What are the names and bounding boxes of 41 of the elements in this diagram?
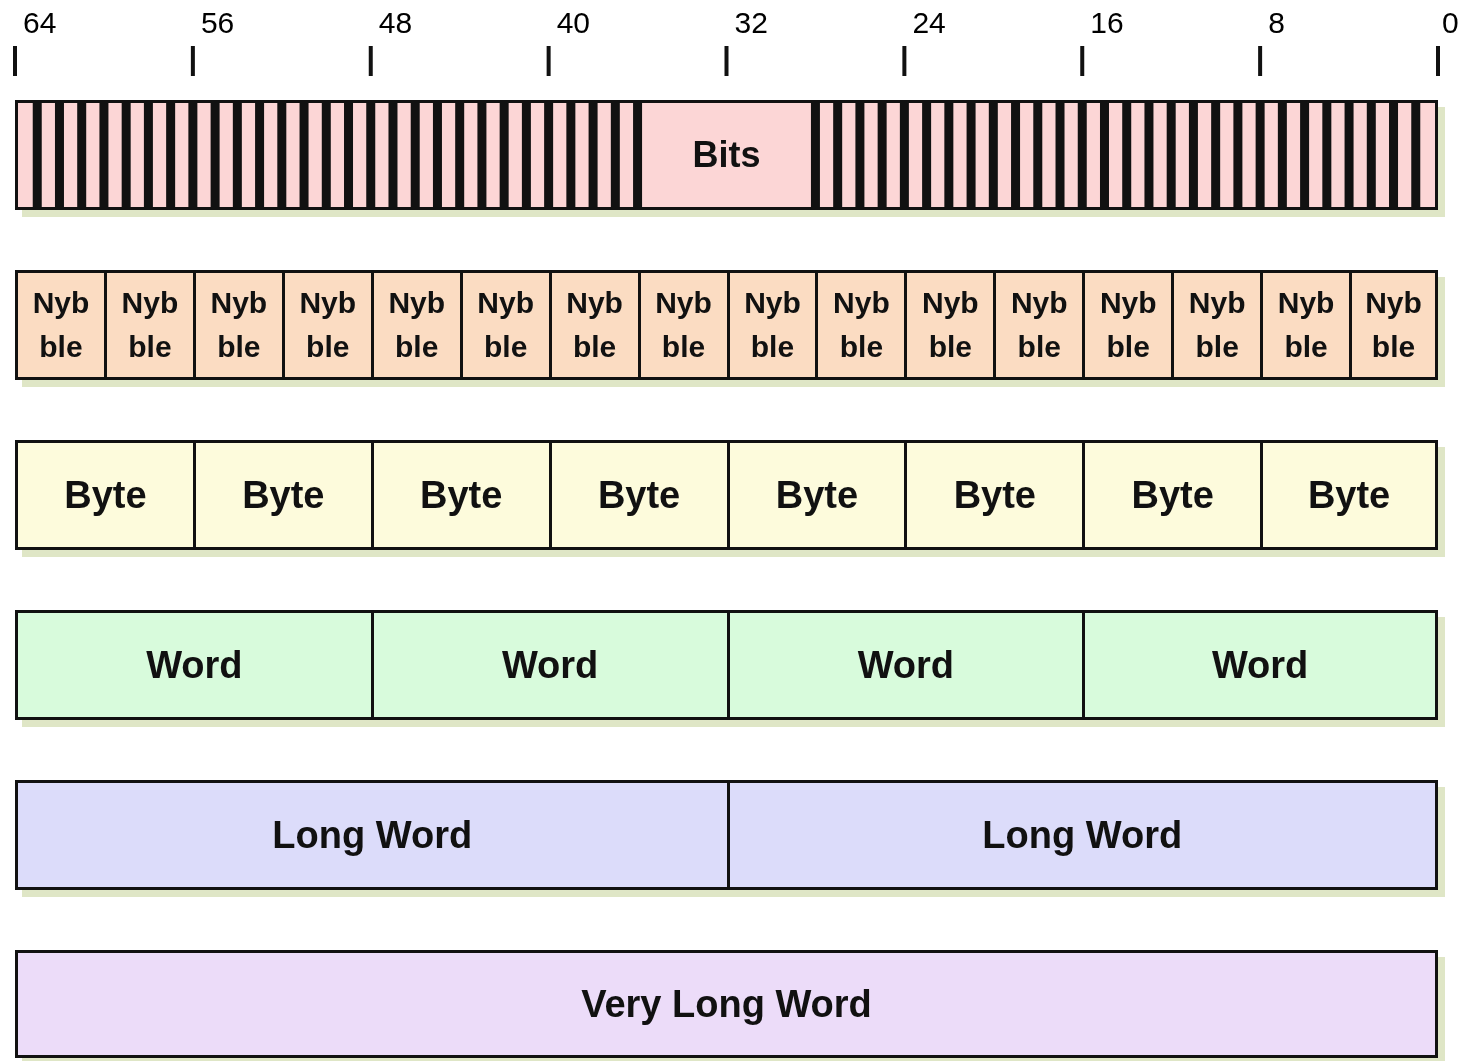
unit-label: Byte xyxy=(775,473,859,517)
unit-label: Nyb ble xyxy=(476,285,535,365)
unit-label: Nyb ble xyxy=(1364,285,1423,365)
unit-label: Byte xyxy=(242,473,325,517)
unit-label: Word xyxy=(501,643,599,687)
unit-label: Long Word xyxy=(272,813,473,857)
unit-label: Nyb ble xyxy=(743,285,802,365)
unit-label: Nyb ble xyxy=(209,285,269,365)
unit-label: Nyb ble xyxy=(298,285,358,365)
unit-label: Nyb ble xyxy=(31,285,91,365)
unit-label: Byte xyxy=(953,473,1036,517)
bit-position-number: 64 xyxy=(23,6,57,40)
bit-position-number: 0 xyxy=(1442,6,1459,40)
bit-position-number: 16 xyxy=(1090,6,1124,40)
unit-label: Very Long Word xyxy=(581,982,872,1026)
unit-label: Nyb ble xyxy=(1009,285,1069,365)
bit-position-number: 8 xyxy=(1268,6,1285,40)
bit-position-number: 40 xyxy=(556,6,590,40)
unit-label: Byte xyxy=(420,473,503,517)
unit-label: Bits xyxy=(692,134,761,176)
unit-label: Long Word xyxy=(982,813,1183,857)
unit-label: Nyb ble xyxy=(1276,285,1336,365)
unit-label: Byte xyxy=(64,473,147,517)
bit-position-number: 32 xyxy=(734,6,768,40)
unit-label: Nyb ble xyxy=(1098,285,1158,365)
bit-position-number: 56 xyxy=(200,6,235,40)
bit-position-number: 48 xyxy=(378,6,413,40)
unit-label: Nyb ble xyxy=(832,285,891,365)
unit-label: Nyb ble xyxy=(921,285,980,365)
unit-label: Nyb ble xyxy=(565,285,624,365)
unit-label: Nyb ble xyxy=(387,285,447,365)
unit-label: Nyb ble xyxy=(654,285,713,365)
unit-label: Byte xyxy=(597,473,681,517)
unit-label: Word xyxy=(1211,643,1309,687)
bit-position-number: 24 xyxy=(912,6,946,40)
unit-label: Byte xyxy=(1131,473,1214,517)
unit-label: Word xyxy=(857,643,955,687)
unit-label: Word xyxy=(146,643,243,687)
unit-label: Byte xyxy=(1307,473,1391,517)
unit-label: Nyb ble xyxy=(120,285,180,365)
unit-label: Nyb ble xyxy=(1187,285,1247,365)
